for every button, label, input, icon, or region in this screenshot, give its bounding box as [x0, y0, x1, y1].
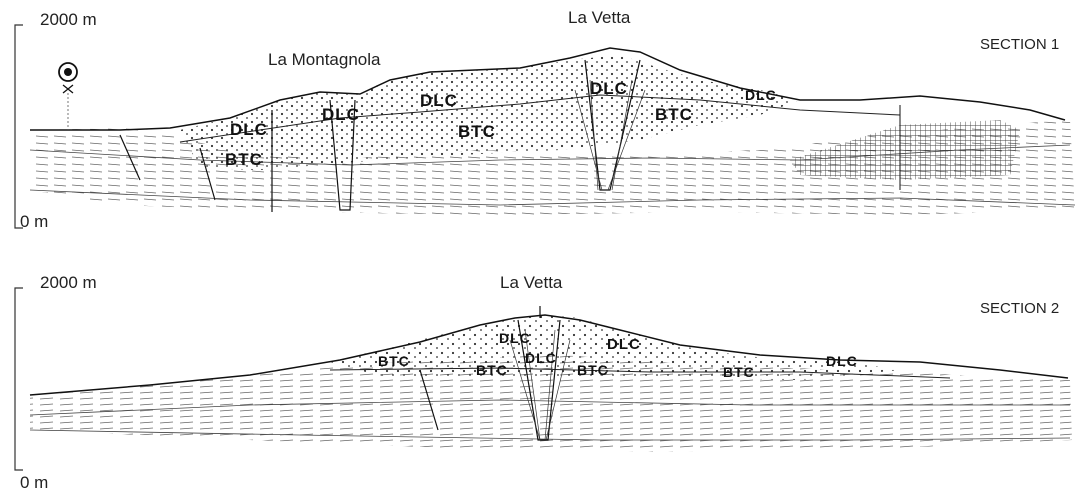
unit-label: BTC [723, 364, 755, 380]
unit-label: BTC [476, 362, 508, 378]
scale-bar [15, 288, 23, 470]
unit-label: DLC [607, 336, 641, 353]
peak-label-vetta: La Vetta [500, 273, 562, 293]
unit-label: BTC [378, 353, 410, 369]
section-2-title: SECTION 2 [980, 300, 1059, 317]
unit-label: DLC [499, 330, 531, 346]
scale-bottom-label: 0 m [20, 473, 48, 493]
unit-label: DLC [826, 353, 858, 369]
unit-label: DLC [525, 350, 557, 366]
scale-top-label: 2000 m [40, 273, 97, 293]
unit-label: BTC [577, 362, 609, 378]
